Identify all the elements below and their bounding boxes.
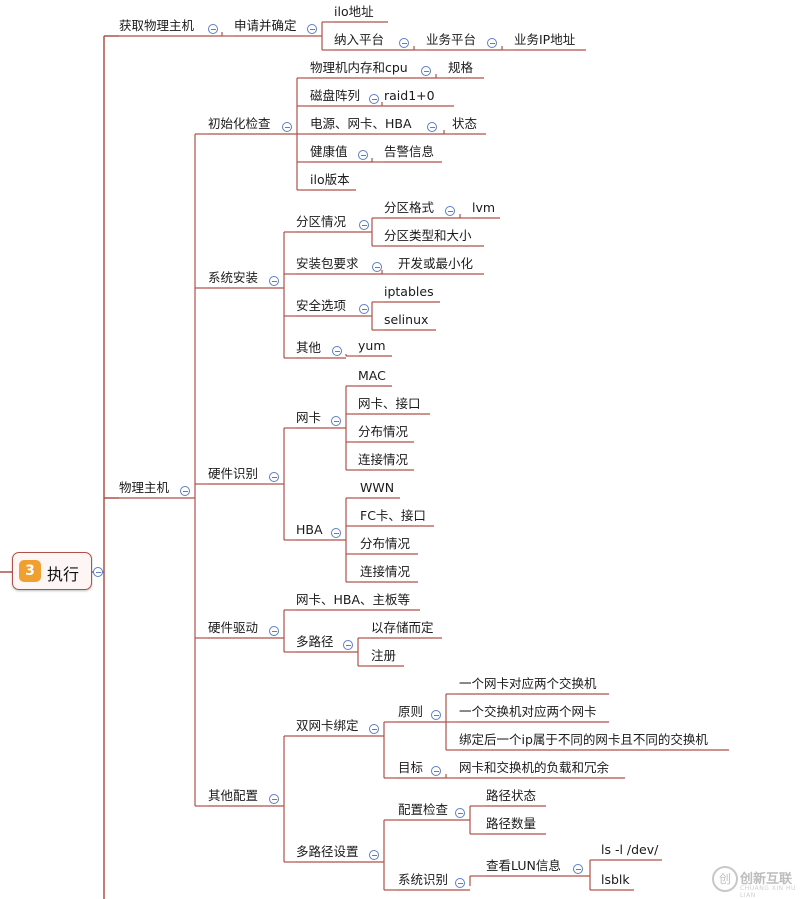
node-parttype[interactable]: 分区类型和大小 xyxy=(384,228,472,243)
root-node-label: 执行 xyxy=(47,565,80,584)
node-rule[interactable]: 原则 xyxy=(398,704,424,719)
node-mpath[interactable]: 多路径 xyxy=(296,634,334,649)
node-nic[interactable]: 网卡 xyxy=(296,410,322,425)
node-r3[interactable]: 绑定后一个ip属于不同的网卡且不同的交换机 xyxy=(459,732,708,747)
collapse-toggle-icon[interactable] xyxy=(282,122,292,132)
collapse-toggle-icon[interactable] xyxy=(359,304,369,314)
node-init[interactable]: 初始化检查 xyxy=(208,116,271,131)
node-hbadist[interactable]: 分布情况 xyxy=(360,536,411,551)
node-pathcnt[interactable]: 路径数量 xyxy=(486,816,537,831)
collapse-toggle-icon[interactable] xyxy=(359,220,369,230)
root-node-execute[interactable]: 3 执行 xyxy=(12,552,92,590)
node-other[interactable]: 其他 xyxy=(296,340,322,355)
node-power[interactable]: 电源、网卡、HBA xyxy=(310,116,412,131)
node-bizip[interactable]: 业务IP地址 xyxy=(514,32,576,47)
priority-badge-icon: 3 xyxy=(19,560,41,582)
node-yum[interactable]: yum xyxy=(358,338,386,353)
node-g1[interactable]: 网卡和交换机的负载和冗余 xyxy=(459,760,610,775)
node-r1[interactable]: 一个网卡对应两个交换机 xyxy=(459,676,597,691)
collapse-toggle-icon[interactable] xyxy=(180,486,190,496)
node-memcpu[interactable]: 物理机内存和cpu xyxy=(310,60,408,75)
node-hwid[interactable]: 硬件识别 xyxy=(208,466,259,481)
collapse-toggle-icon[interactable] xyxy=(573,864,583,874)
node-iptables[interactable]: iptables xyxy=(384,284,434,299)
collapse-toggle-icon[interactable] xyxy=(455,808,465,818)
node-confchk[interactable]: 配置检查 xyxy=(398,802,449,817)
node-spec[interactable]: 规格 xyxy=(448,60,474,75)
collapse-toggle-icon[interactable] xyxy=(369,724,379,734)
node-pkg[interactable]: 安装包要求 xyxy=(296,256,359,271)
node-goal[interactable]: 目标 xyxy=(398,760,424,775)
collapse-toggle-icon[interactable] xyxy=(331,528,341,538)
node-wwn[interactable]: WWN xyxy=(360,480,395,495)
node-mac[interactable]: MAC xyxy=(358,368,386,383)
node-lsblk[interactable]: lsblk xyxy=(601,872,630,887)
node-selinux[interactable]: selinux xyxy=(384,312,429,327)
node-alarm[interactable]: 告警信息 xyxy=(384,144,435,159)
node-r2[interactable]: 一个交换机对应两个网卡 xyxy=(459,704,597,719)
collapse-toggle-icon[interactable] xyxy=(358,150,368,160)
node-drv[interactable]: 硬件驱动 xyxy=(208,620,259,635)
node-nicdist[interactable]: 分布情况 xyxy=(358,424,409,439)
watermark-text: 创新互联 xyxy=(740,872,793,887)
node-mpconf[interactable]: 多路径设置 xyxy=(296,844,359,859)
node-hbaconn[interactable]: 连接情况 xyxy=(360,564,411,579)
collapse-toggle-icon[interactable] xyxy=(369,94,379,104)
node-hba[interactable]: HBA xyxy=(296,522,323,537)
node-fcport[interactable]: FC卡、接口 xyxy=(360,508,426,523)
node-pathstate[interactable]: 路径状态 xyxy=(486,788,537,803)
watermark: 创 创新互联 CHUANG XIN HU LIAN xyxy=(712,864,808,899)
node-biz[interactable]: 业务平台 xyxy=(426,32,477,47)
node-bond[interactable]: 双网卡绑定 xyxy=(296,718,359,733)
node-lsl[interactable]: ls -l /dev/ xyxy=(601,842,659,857)
collapse-toggle-icon[interactable] xyxy=(445,206,455,216)
collapse-toggle-icon[interactable] xyxy=(431,766,441,776)
node-ilo_addr[interactable]: ilo地址 xyxy=(334,4,374,19)
collapse-toggle-icon[interactable] xyxy=(208,24,218,34)
collapse-toggle-icon[interactable] xyxy=(372,262,382,272)
node-lvm[interactable]: lvm xyxy=(472,200,496,215)
node-sysinst[interactable]: 系统安装 xyxy=(208,270,259,285)
collapse-toggle-icon[interactable] xyxy=(269,794,279,804)
node-raid[interactable]: raid1+0 xyxy=(384,88,435,103)
node-health[interactable]: 健康值 xyxy=(310,144,348,159)
collapse-toggle-icon[interactable] xyxy=(369,850,379,860)
node-get[interactable]: 获取物理主机 xyxy=(119,18,195,33)
node-nicport[interactable]: 网卡、接口 xyxy=(358,396,421,411)
collapse-toggle-icon[interactable] xyxy=(331,416,341,426)
node-part[interactable]: 分区情况 xyxy=(296,214,347,229)
collapse-toggle-icon[interactable] xyxy=(427,122,437,132)
collapse-toggle-icon[interactable] xyxy=(269,626,279,636)
node-state[interactable]: 状态 xyxy=(452,116,478,131)
watermark-subtext: CHUANG XIN HU LIAN xyxy=(740,885,796,899)
collapse-toggle-icon[interactable] xyxy=(93,567,103,577)
collapse-toggle-icon[interactable] xyxy=(269,276,279,286)
node-sysid[interactable]: 系统识别 xyxy=(398,872,449,887)
collapse-toggle-icon[interactable] xyxy=(269,472,279,482)
collapse-toggle-icon[interactable] xyxy=(343,640,353,650)
node-reg[interactable]: 注册 xyxy=(371,648,397,663)
node-devmin[interactable]: 开发或最小化 xyxy=(398,256,474,271)
collapse-toggle-icon[interactable] xyxy=(455,878,465,888)
node-partfmt[interactable]: 分区格式 xyxy=(384,200,435,215)
node-bystor[interactable]: 以存储而定 xyxy=(371,620,434,635)
collapse-toggle-icon[interactable] xyxy=(431,710,441,720)
node-nicconn[interactable]: 连接情况 xyxy=(358,452,409,467)
collapse-toggle-icon[interactable] xyxy=(487,38,497,48)
node-sec[interactable]: 安全选项 xyxy=(296,298,347,313)
node-disk[interactable]: 磁盘阵列 xyxy=(310,88,361,103)
collapse-toggle-icon[interactable] xyxy=(332,346,342,356)
node-otherconf[interactable]: 其他配置 xyxy=(208,788,259,803)
node-phys[interactable]: 物理主机 xyxy=(119,480,170,495)
node-ilover[interactable]: ilo版本 xyxy=(310,172,350,187)
node-nalu[interactable]: 纳入平台 xyxy=(334,32,385,47)
collapse-toggle-icon[interactable] xyxy=(399,38,409,48)
collapse-toggle-icon[interactable] xyxy=(307,24,317,34)
node-apply[interactable]: 申请并确定 xyxy=(234,18,297,33)
collapse-toggle-icon[interactable] xyxy=(421,66,431,76)
watermark-logo-icon: 创 xyxy=(712,866,738,892)
node-drvlist[interactable]: 网卡、HBA、主板等 xyxy=(296,592,411,607)
node-lun[interactable]: 查看LUN信息 xyxy=(486,858,561,873)
